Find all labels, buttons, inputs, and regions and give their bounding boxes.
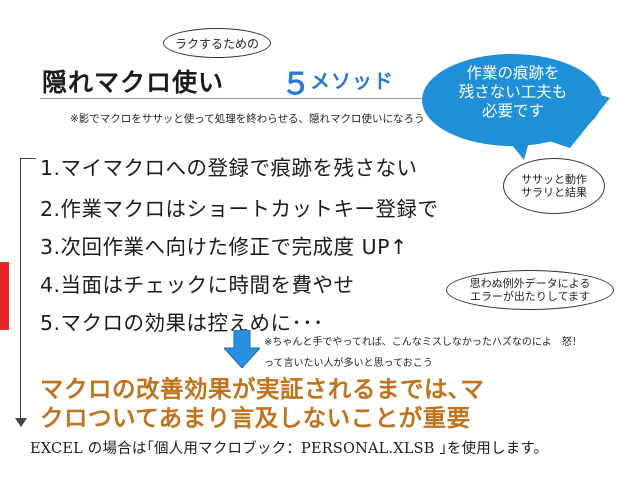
callout-speed-line-1: ササッと動作 — [521, 173, 587, 186]
callout-speed: ササッと動作 サラリと結果 — [503, 158, 605, 214]
title-divider — [40, 98, 600, 99]
callout-bubble-small: ラクするための — [163, 28, 271, 58]
list-item: 1.マイマクロへの登録で痕跡を残さない — [40, 156, 418, 180]
callout-big-line-3: 必要です — [481, 102, 544, 120]
callout-bubble-big — [422, 54, 610, 160]
bracket-arrow-icon — [15, 418, 27, 427]
callout-small-text: ラクするための — [174, 36, 259, 51]
callout-big-line-1: 作業の痕跡を — [466, 64, 560, 82]
down-arrow-icon — [224, 330, 260, 368]
list-item: 2.作業マクロはショートカットキー登録で — [40, 197, 439, 221]
list-item: 3.次回作業へ向けた修正で完成度 UP↑ — [40, 235, 408, 259]
callout-big-line-2: 残さない工夫も — [458, 83, 568, 101]
title-number: ５ — [281, 67, 311, 102]
bracket-top — [20, 158, 36, 159]
callout-speed-line-2: サラリと結果 — [521, 186, 587, 199]
slide-subtitle: ※影でマクロをササッと使って処理を終わらせる、隠れマクロ使いになろう — [70, 113, 425, 125]
list-item: 5.マクロの効果は控えめに･･･ — [40, 311, 324, 335]
note-line-1: ※ちゃんと手でやってれば、こんなミスしなかったハズなのによ 怒！ — [264, 337, 582, 348]
callout-error: 思わぬ例外データによる エラーが出たりしてます — [446, 270, 614, 310]
title-method: メソッド — [310, 69, 394, 93]
bracket-line — [20, 158, 21, 426]
slide-title: 隠れマクロ使い — [42, 68, 225, 97]
red-edge-bar — [0, 262, 9, 330]
note-line-2: って言いたい人が多いと思っておこう — [264, 358, 433, 369]
callout-big-text: 作業の痕跡を 残さない工夫も 必要です — [430, 64, 596, 121]
highlight-line-1: マクロの改善効果が実証されるまでは､マ — [40, 375, 485, 403]
footer-note: EXCEL の場合は｢個人用マクロブック：PERSONAL.XLSB ｣を使用し… — [30, 441, 549, 457]
callout-error-line-2: エラーが出たりしてます — [469, 290, 591, 303]
highlight-line-2: クロついてあまり言及しないことが重要 — [40, 404, 471, 432]
callout-error-line-1: 思わぬ例外データによる — [469, 277, 591, 290]
list-item: 4.当面はチェックに時間を費やせ — [40, 273, 355, 297]
